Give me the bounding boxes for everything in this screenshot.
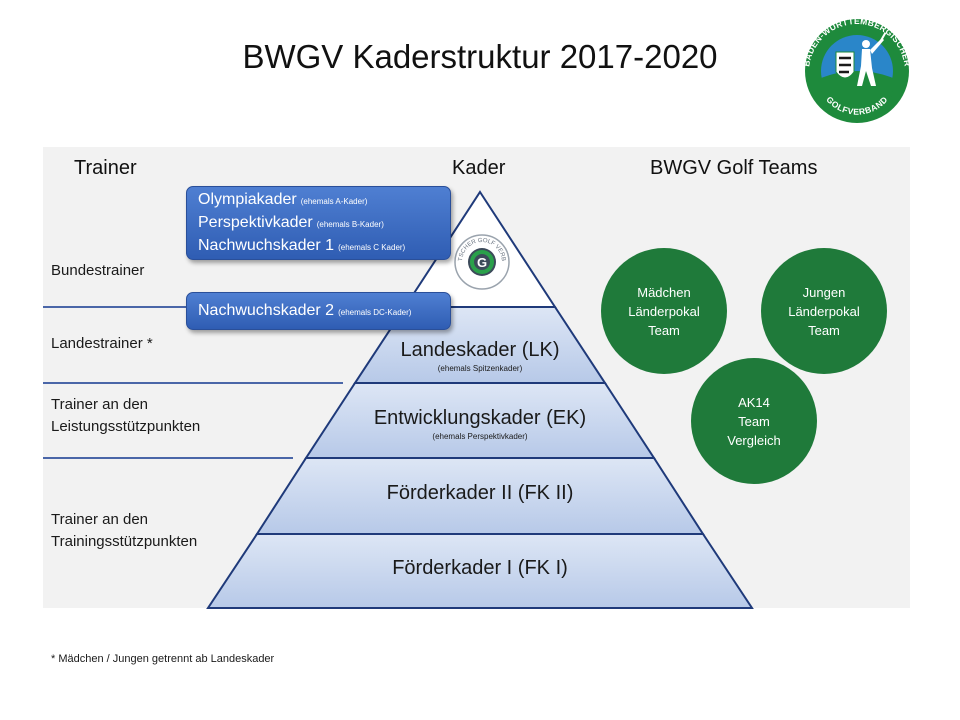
bwgv-logo: BADEN-WÜRTTEMBERGISCHER GOLFVERBAND	[801, 16, 912, 123]
level-ek-sub: (ehemals Perspektivkader)	[432, 432, 528, 441]
row-divider	[43, 457, 293, 459]
pyramid-level-fk1	[206, 533, 754, 609]
level-ek-name: Entwicklungskader (EK)	[373, 407, 587, 429]
level-fk2-name: Förderkader II (FK II)	[386, 482, 574, 504]
level-lk-sub: (ehemals Spitzenkader)	[437, 364, 523, 373]
bund-line-olympia: Olympiakader(ehemals A-Kader)	[198, 191, 368, 208]
page-title: BWGV Kaderstruktur 2017-2020	[242, 38, 718, 75]
level-fk1-name: Förderkader I (FK I)	[392, 557, 568, 579]
level-lk: Landeskader (LK) (ehemals Spitzenkader)	[330, 339, 630, 373]
shield-icon	[835, 51, 855, 79]
header-teams: BWGV Golf Teams	[650, 157, 818, 179]
trainer-landes: Landestrainer *	[51, 335, 153, 352]
level-fk2: Förderkader II (FK II)	[330, 482, 630, 505]
nachwuchskader2-box: Nachwuchskader 2(ehemals DC-Kader)	[186, 292, 451, 330]
level-lk-name: Landeskader (LK)	[400, 339, 560, 361]
golfer-icon	[857, 32, 887, 86]
level-fk1: Förderkader I (FK I)	[330, 557, 630, 580]
bundeskader-box: Olympiakader(ehemals A-Kader) Perspektiv…	[186, 186, 451, 260]
footnote: * Mädchen / Jungen getrennt ab Landeskad…	[51, 653, 275, 665]
trainer-training: Trainer an den Trainingsstützpunkten	[51, 511, 198, 550]
row-divider	[43, 382, 343, 384]
dgv-letter: G	[477, 255, 487, 270]
bund-line-perspektiv: Perspektivkader(ehemals B-Kader)	[198, 214, 384, 231]
level-ek: Entwicklungskader (EK) (ehemals Perspekt…	[330, 407, 630, 441]
trainer-bundes: Bundestrainer	[51, 262, 145, 279]
header-kader: Kader	[452, 157, 506, 179]
header-trainer: Trainer	[74, 157, 137, 179]
bund-line-nachwuchs1: Nachwuchskader 1(ehemals C Kader)	[198, 237, 406, 254]
trainer-leistung: Trainer an den Leistungsstützpunkten	[51, 396, 201, 435]
